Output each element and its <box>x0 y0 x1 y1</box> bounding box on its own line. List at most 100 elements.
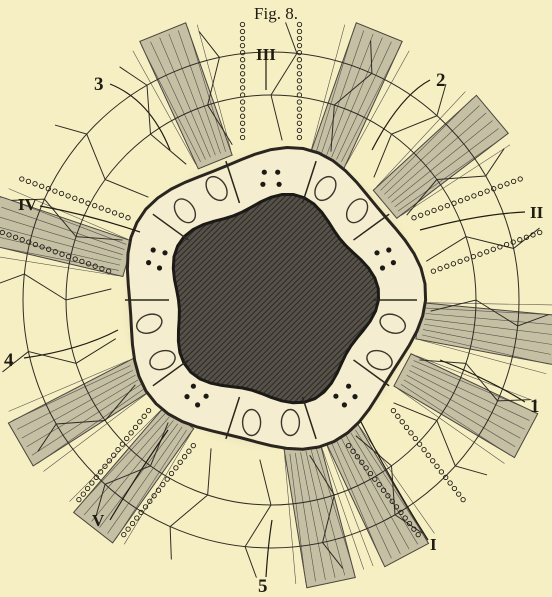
ocular-pore <box>260 182 265 187</box>
tube-foot-pore <box>85 486 89 490</box>
tube-foot-pore <box>297 22 301 26</box>
tube-foot-pore <box>438 266 442 270</box>
tube-foot-pore <box>426 453 430 457</box>
tube-foot-pore <box>498 184 502 188</box>
ocular-pore <box>333 394 338 399</box>
tube-foot-pore <box>431 269 435 273</box>
network-spoke <box>271 22 297 140</box>
tube-foot-pore <box>240 86 244 90</box>
tube-foot-pore <box>240 121 244 125</box>
leader-line <box>372 80 430 150</box>
tube-foot-pore <box>452 486 456 490</box>
ocular-pore <box>342 402 347 407</box>
ocular-pore <box>277 182 282 187</box>
tube-foot-pore <box>122 532 126 536</box>
tube-foot-pore <box>457 492 461 496</box>
spine-band <box>394 354 538 458</box>
ambulacral-label-IV: IV <box>18 195 38 214</box>
tube-foot-pore <box>396 414 400 418</box>
network-spoke <box>170 448 211 559</box>
network-spoke <box>2 339 115 372</box>
tube-foot-pore <box>240 43 244 47</box>
ocular-pore <box>191 384 196 389</box>
tube-foot-pore <box>297 100 301 104</box>
tube-foot-pore <box>417 442 421 446</box>
tube-foot-pore <box>445 264 449 268</box>
ocular-pore <box>157 265 162 270</box>
interambulacral-label-2: 2 <box>436 70 446 91</box>
tube-foot-pore <box>472 194 476 198</box>
tube-foot-pore <box>126 216 130 220</box>
tube-foot-pore <box>465 196 469 200</box>
tube-foot-pore <box>90 481 94 485</box>
tube-foot-pore <box>59 191 63 195</box>
tube-foot-pore <box>297 36 301 40</box>
tube-foot-pore <box>107 459 111 463</box>
tube-foot-pore <box>120 442 124 446</box>
tube-foot-pore <box>125 436 129 440</box>
tube-foot-pore <box>161 482 165 486</box>
tube-foot-pore <box>431 459 435 463</box>
tube-foot-pore <box>240 72 244 76</box>
tube-foot-pore <box>297 121 301 125</box>
tube-foot-pore <box>240 29 244 33</box>
ambulacral-label-I: I <box>430 535 437 554</box>
tube-foot-pore <box>86 201 90 205</box>
ocular-pore <box>195 402 200 407</box>
tube-foot-pore <box>297 128 301 132</box>
tube-foot-pore <box>106 208 110 212</box>
tube-foot-pore <box>112 453 116 457</box>
ocular-pore <box>386 247 391 252</box>
tube-foot-pore <box>112 211 116 215</box>
tube-foot-pore <box>439 470 443 474</box>
tube-foot-pore <box>297 29 301 33</box>
tube-foot-pore <box>79 199 83 203</box>
tube-foot-pore <box>391 408 395 412</box>
tube-foot-pore <box>461 497 465 501</box>
interambulacral-label-1: 1 <box>530 396 540 417</box>
ocular-pore <box>374 250 379 255</box>
ambulacral-label-II: II <box>530 203 544 222</box>
tube-foot-pore <box>297 65 301 69</box>
interambulacral-label-4: 4 <box>4 350 14 371</box>
tube-foot-pore <box>400 420 404 424</box>
tube-foot-pore <box>126 527 130 531</box>
ocular-pore <box>275 170 280 175</box>
tube-foot-pore <box>297 79 301 83</box>
tube-foot-pore <box>73 196 77 200</box>
ambulacral-label-V: V <box>92 511 105 530</box>
tube-foot-pore <box>518 177 522 181</box>
tube-foot-pore <box>422 447 426 451</box>
tube-foot-pore <box>20 177 24 181</box>
tube-foot-pore <box>240 114 244 118</box>
tube-foot-pore <box>491 247 495 251</box>
ocular-pore <box>151 247 156 252</box>
tube-foot-pore <box>53 189 57 193</box>
tube-foot-pore <box>409 431 413 435</box>
tube-foot-pore <box>297 86 301 90</box>
leader-line <box>266 520 272 577</box>
tube-foot-pore <box>465 257 469 261</box>
tube-foot-pore <box>33 182 37 186</box>
tube-foot-pore <box>40 184 44 188</box>
tube-foot-pore <box>413 436 417 440</box>
interambulacral-label-3: 3 <box>94 74 104 95</box>
tube-foot-pore <box>297 50 301 54</box>
tube-foot-pore <box>138 420 142 424</box>
leader-line <box>110 84 170 150</box>
tube-foot-pore <box>297 43 301 47</box>
tube-foot-pore <box>119 213 123 217</box>
tube-foot-pore <box>240 107 244 111</box>
tube-foot-pore <box>129 431 133 435</box>
tube-foot-pore <box>169 471 173 475</box>
tube-foot-pore <box>458 199 462 203</box>
tube-foot-pore <box>191 443 195 447</box>
tube-foot-pore <box>297 107 301 111</box>
tube-foot-pore <box>478 191 482 195</box>
ocular-pore <box>391 260 396 265</box>
tube-foot-pore <box>425 211 429 215</box>
tube-foot-pore <box>240 36 244 40</box>
tube-foot-pore <box>66 194 70 198</box>
network-spoke <box>55 125 148 197</box>
tube-foot-pore <box>511 179 515 183</box>
